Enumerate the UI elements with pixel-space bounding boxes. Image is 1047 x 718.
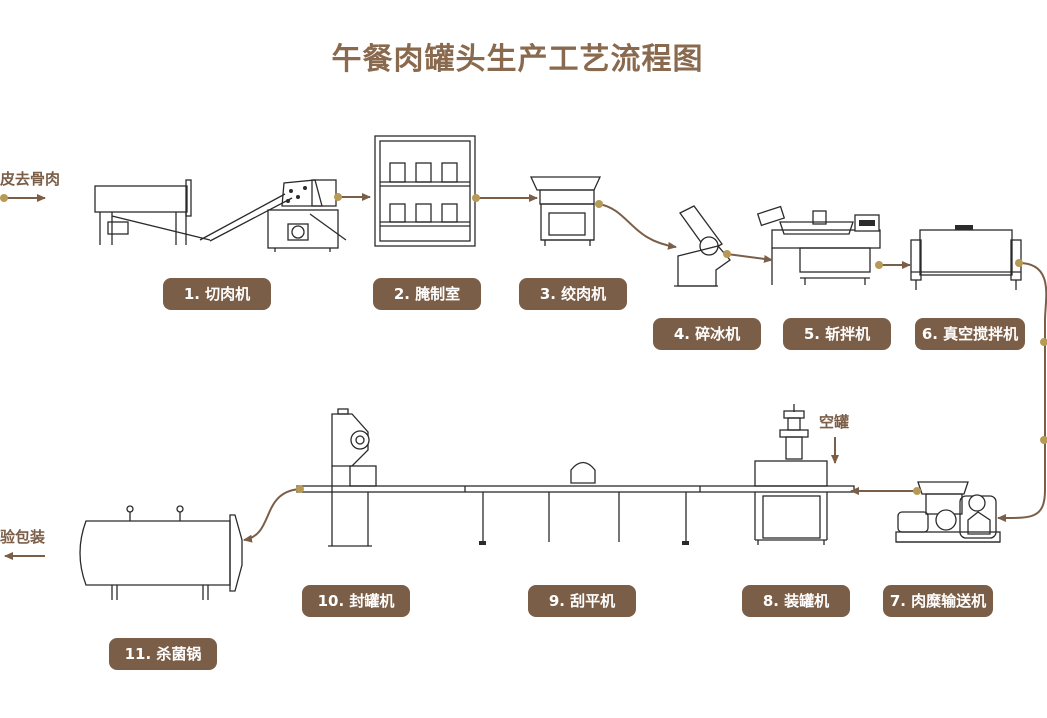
step-9-label: 9. 刮平机 <box>528 585 636 617</box>
page-title: 午餐肉罐头生产工艺流程图 <box>331 42 704 77</box>
step-6-label: 6. 真空搅拌机 <box>915 318 1025 350</box>
ice-crusher-icon <box>674 205 731 287</box>
step-8-label: 8. 装罐机 <box>742 585 850 617</box>
empty-can-label: 空罐 <box>819 413 850 431</box>
arrow-3-4 <box>598 203 677 250</box>
chopper-machine-icon <box>756 205 881 285</box>
pickling-room-icon <box>374 135 476 247</box>
can-conveyor-line-icon <box>296 485 855 545</box>
leveler-icon <box>570 461 596 484</box>
flow-arrows <box>4 193 1047 560</box>
step-10-label: 10. 封罐机 <box>302 585 410 617</box>
arrow-4-5 <box>726 253 773 263</box>
sterilization-retort-icon <box>79 505 243 600</box>
can-sealing-machine-icon <box>328 408 377 547</box>
can-filling-machine-icon <box>754 404 828 545</box>
step-5-label: 5. 斩拌机 <box>783 318 891 350</box>
paste-conveyor-icon <box>895 481 1001 543</box>
step-1-label: 1. 切肉机 <box>163 278 271 310</box>
step-2-label: 2. 腌制室 <box>373 278 481 310</box>
meat-grinder-icon <box>529 176 602 246</box>
vacuum-mixer-icon <box>910 225 1022 290</box>
connector-dots <box>0 193 1047 495</box>
step-11-label: 11. 杀菌锅 <box>109 638 217 670</box>
arrow-10-11 <box>243 488 301 543</box>
step-4-label: 4. 碎冰机 <box>653 318 761 350</box>
meat-cutter-machine-icon <box>94 179 347 252</box>
output-label: 验包装 <box>0 528 46 546</box>
step-7-label: 7. 肉糜输送机 <box>883 585 993 617</box>
step-3-label: 3. 绞肉机 <box>519 278 627 310</box>
arrow-6-7 <box>997 262 1047 523</box>
input-label: 皮去骨肉 <box>0 170 61 188</box>
